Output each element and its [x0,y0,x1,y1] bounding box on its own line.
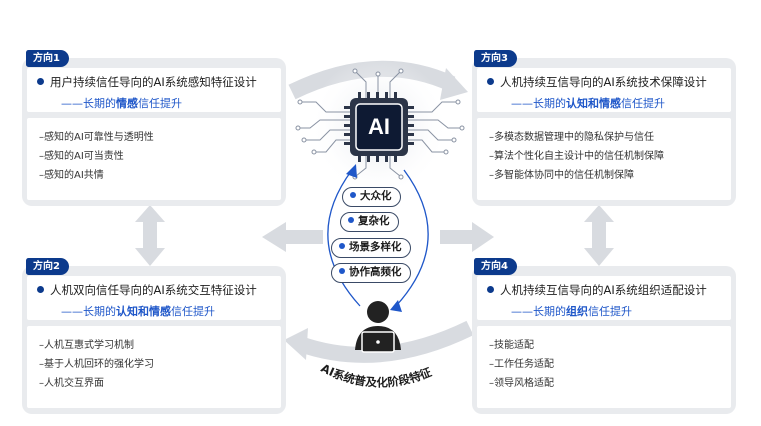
list-item: –感知的AI可靠性与透明性 [39,132,154,143]
pill-dot-icon [339,268,345,274]
direction-4-items-card: –技能适配 –工作任务适配 –领导风格适配 [477,326,731,408]
right-arrow-head [472,222,494,252]
list-item: –人机交互界面 [39,378,104,389]
list-item: –技能适配 [489,340,534,351]
left-loop-arrowhead [346,164,357,178]
right-vertical-shaft [592,220,606,250]
right-vertical-head-down [584,248,614,266]
right-vertical-head-up [584,205,614,222]
direction-2-panel: 人机双向信任导向的AI系统交互特征设计 ——长期的认知和情感信任提升 –人机互惠… [22,266,286,414]
bullet-dot-icon [37,286,44,293]
list-item: –工作任务适配 [489,359,554,370]
direction-2-heading-card: 人机双向信任导向的AI系统交互特征设计 ——长期的认知和情感信任提升 [27,276,281,320]
direction-1-subtitle: ——长期的情感信任提升 [61,97,182,110]
bottom-curve-arrowhead [284,328,308,360]
direction-3-subtitle: ——长期的认知和情感信任提升 [511,97,665,110]
bullet-dot-icon [37,78,44,85]
direction-4-heading-card: 人机持续互信导向的AI系统组织适配设计 ——长期的组织信任提升 [477,276,731,320]
direction-1-panel: 用户持续信任导向的AI系统感知特征设计 ——长期的情感信任提升 –感知的AI可靠… [22,58,286,206]
direction-1-heading-card: 用户持续信任导向的AI系统感知特征设计 ——长期的情感信任提升 [27,68,281,112]
direction-3-title: 人机持续互信导向的AI系统技术保障设计 [500,75,707,89]
feature-pill-2: 复杂化 [340,212,399,232]
list-item: –算法个性化自主设计中的信任机制保障 [489,151,664,162]
circuit-traces-icon [295,68,465,180]
direction-2-items: –人机互惠式学习机制 –基于人机回环的强化学习 –人机交互界面 [39,336,154,393]
direction-2-items-card: –人机互惠式学习机制 –基于人机回环的强化学习 –人机交互界面 [27,326,281,408]
user-laptop-icon [355,301,401,353]
list-item: –多智能体协同中的信任机制保障 [489,170,634,181]
direction-3-items-card: –多模态数据管理中的隐私保护与信任 –算法个性化自主设计中的信任机制保障 –多智… [477,118,731,200]
list-item: –领导风格适配 [489,378,554,389]
direction-3-items: –多模态数据管理中的隐私保护与信任 –算法个性化自主设计中的信任机制保障 –多智… [489,128,664,185]
feature-pill-1: 大众化 [342,187,401,207]
direction-3-panel: 人机持续互信导向的AI系统技术保障设计 ——长期的认知和情感信任提升 –多模态数… [472,58,736,206]
direction-2-badge: 方向2 [26,258,69,275]
feature-pill-3: 场景多样化 [331,238,411,258]
ai-chip-label-box: AI [356,104,402,150]
direction-1-badge: 方向1 [26,50,69,67]
direction-2-title: 人机双向信任导向的AI系统交互特征设计 [50,283,257,297]
list-item: –多模态数据管理中的隐私保护与信任 [489,132,654,143]
direction-1-items: –感知的AI可靠性与透明性 –感知的AI可当责性 –感知的AI共情 [39,128,154,185]
bullet-dot-icon [487,286,494,293]
left-vertical-head-up [135,205,165,222]
direction-1-items-card: –感知的AI可靠性与透明性 –感知的AI可当责性 –感知的AI共情 [27,118,281,200]
direction-3-heading-card: 人机持续互信导向的AI系统技术保障设计 ——长期的认知和情感信任提升 [477,68,731,112]
list-item: –感知的AI共情 [39,170,104,181]
arc-caption: AI系统普及化阶段特征 [319,361,434,390]
right-loop-arrowhead [390,300,402,312]
pill-dot-icon [339,243,345,249]
feature-pill-4: 协作高频化 [331,263,411,283]
left-loop-arrow [327,169,361,307]
direction-4-badge: 方向4 [474,258,517,275]
left-arrow-head [262,222,286,252]
direction-4-items: –技能适配 –工作任务适配 –领导风格适配 [489,336,554,393]
direction-4-subtitle: ——长期的组织信任提升 [511,305,632,318]
direction-3-badge: 方向3 [474,50,517,67]
list-item: –感知的AI可当责性 [39,151,124,162]
right-arrow-shaft [440,230,474,244]
top-curve-arrowhead [440,68,468,100]
left-vertical-shaft [143,220,157,250]
left-vertical-head-down [135,248,165,266]
pill-dot-icon [350,192,356,198]
list-item: –人机互惠式学习机制 [39,340,134,351]
right-loop-arrow [395,169,429,307]
direction-1-title: 用户持续信任导向的AI系统感知特征设计 [50,75,257,89]
direction-4-panel: 人机持续互信导向的AI系统组织适配设计 ——长期的组织信任提升 –技能适配 –工… [472,266,736,414]
pill-dot-icon [348,217,354,223]
left-arrow-shaft [285,230,323,244]
direction-2-subtitle: ——长期的认知和情感信任提升 [61,305,215,318]
direction-4-title: 人机持续互信导向的AI系统组织适配设计 [500,283,707,297]
list-item: –基于人机回环的强化学习 [39,359,154,370]
bottom-curve-arrow [297,320,474,363]
bullet-dot-icon [487,78,494,85]
ai-chip-label: AI [368,114,390,139]
